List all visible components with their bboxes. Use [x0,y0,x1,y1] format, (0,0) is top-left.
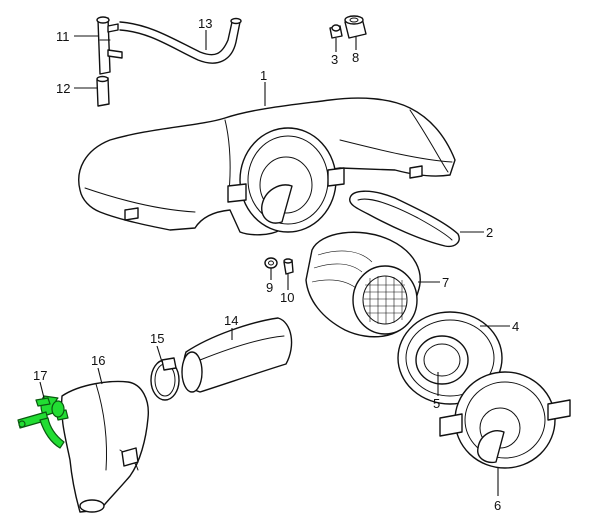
callout-15: 15 [150,331,164,346]
callout-16: 16 [91,353,105,368]
callout-10: 10 [280,290,294,305]
part-16-intake-duct [60,380,149,513]
part-13-breather-hose [119,17,242,64]
part-10-clip [283,258,294,275]
part-17-hose-fitting-highlighted [17,395,69,449]
part-2-sealing-ring [349,190,460,248]
callout-17: 17 [33,368,47,383]
callout-8: 8 [352,50,359,65]
part-12-sleeve [96,75,110,107]
part-9-washer [264,257,278,269]
part-5-ring-insert [415,335,469,385]
callout-11: 11 [56,29,70,44]
callout-14: 14 [224,313,238,328]
callout-13: 13 [198,16,212,31]
callout-labels: 1 2 3 4 5 6 7 8 9 10 11 12 13 14 15 16 1… [33,16,519,513]
callout-3: 3 [331,52,338,67]
part-8-grommet [344,15,367,39]
callout-1: 1 [260,68,267,83]
part-1-air-filter-housing [78,97,456,236]
part-11-vent-fitting [96,16,123,75]
part-15-hose-clamp [150,357,180,401]
callout-6: 6 [494,498,501,513]
callout-12: 12 [56,81,70,96]
part-3-nipple [329,24,343,39]
leader-lines [39,30,510,496]
part-7-filter-element [305,231,421,338]
part-6-lower-cover [439,371,571,469]
callout-5: 5 [433,396,440,411]
callout-4: 4 [512,319,519,334]
callout-9: 9 [266,280,273,295]
callout-7: 7 [442,275,449,290]
callout-2: 2 [486,225,493,240]
part-14-intake-hose [181,317,293,393]
